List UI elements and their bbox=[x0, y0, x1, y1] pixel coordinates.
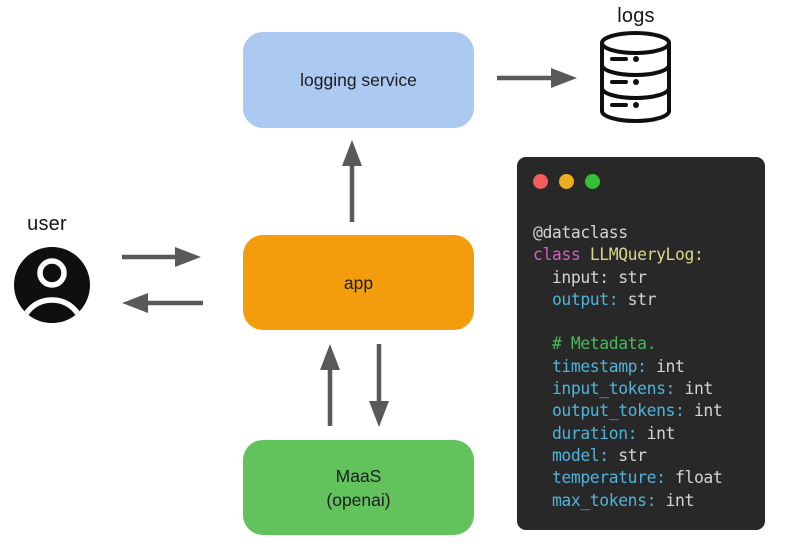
code-line: temperature: float bbox=[551, 468, 723, 488]
maximize-window-dot[interactable] bbox=[585, 174, 600, 189]
arrow-logging-service-to-logs bbox=[497, 68, 577, 88]
arrow-app-to-user bbox=[122, 293, 203, 313]
code-line: max_tokens: int bbox=[551, 490, 694, 510]
logging-service-box: logging service bbox=[243, 32, 474, 128]
code-line: @dataclass bbox=[533, 223, 628, 242]
logging-service-box-label: logging service bbox=[300, 70, 417, 90]
code-line: model: str bbox=[551, 445, 647, 465]
logs-label: logs bbox=[617, 5, 655, 27]
code-line: # Metadata. bbox=[551, 334, 657, 354]
code-line bbox=[533, 311, 749, 333]
window-controls bbox=[533, 174, 749, 189]
maas-box-label: MaaS bbox=[335, 465, 382, 486]
app-box-label: app bbox=[343, 272, 374, 293]
user-icon bbox=[14, 247, 90, 323]
code-line: timestamp: int bbox=[551, 356, 685, 376]
code-line: input: str bbox=[533, 267, 647, 287]
arrow-app-to-maas bbox=[369, 344, 389, 427]
maas-box-sublabel: (openai) bbox=[326, 489, 391, 510]
arrow-app-to-logging-service bbox=[342, 140, 362, 222]
arrow-user-to-app bbox=[122, 247, 201, 267]
code-line: input_tokens: int bbox=[551, 379, 713, 399]
code-line: duration: int bbox=[551, 423, 676, 443]
code-line: output_tokens: int bbox=[551, 401, 723, 421]
database-icon bbox=[600, 31, 671, 123]
minimize-window-dot[interactable] bbox=[559, 174, 574, 189]
code-line: class LLMQueryLog: bbox=[533, 245, 704, 265]
app-box: app bbox=[243, 235, 474, 330]
arrow-maas-to-app bbox=[320, 344, 340, 426]
maas-box: MaaS (openai) bbox=[243, 440, 474, 535]
code-line: output: str bbox=[551, 289, 657, 309]
close-window-dot[interactable] bbox=[533, 174, 548, 189]
user-label: user bbox=[27, 213, 67, 235]
